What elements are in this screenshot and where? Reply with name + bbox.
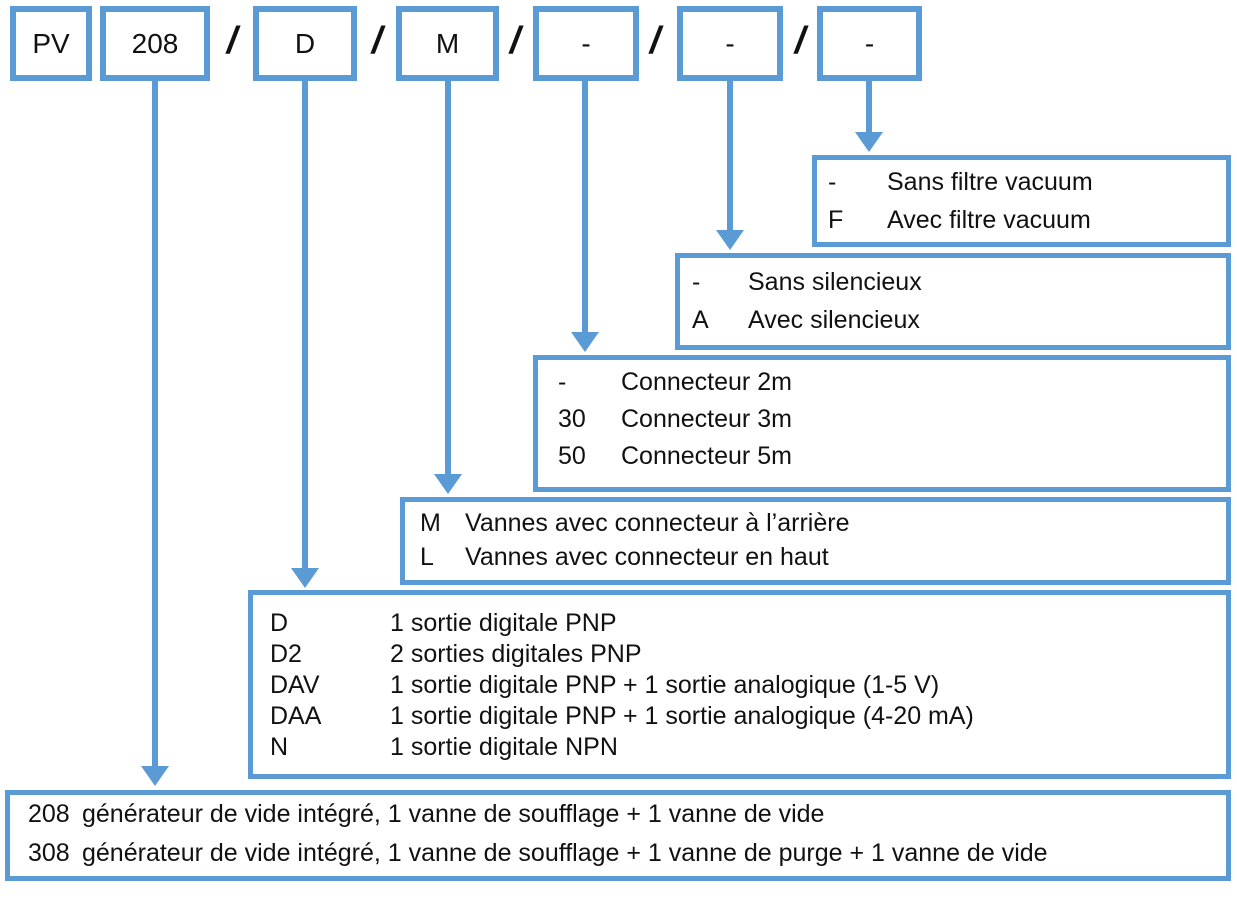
- legend-row: N 1 sortie digitale NPN: [253, 732, 1226, 763]
- option-label: Connecteur 2m: [621, 368, 792, 396]
- option-code: -: [558, 368, 567, 396]
- legend-box-connector-position: M Vannes avec connecteur à l’arrière L V…: [400, 497, 1231, 585]
- option-label: 1 sortie digitale PNP + 1 sortie analogi…: [390, 702, 974, 730]
- option-label: Connecteur 5m: [621, 442, 792, 470]
- option-label: générateur de vide intégré, 1 vanne de s…: [82, 800, 825, 828]
- option-code: N: [270, 733, 289, 761]
- separator-slash: /: [649, 20, 661, 62]
- option-code: 50: [558, 442, 586, 470]
- option-label: 1 sortie digitale PNP: [390, 609, 617, 637]
- option-label: Sans filtre vacuum: [887, 168, 1093, 196]
- legend-box-output-type: D 1 sortie digitale PNP D2 2 sorties dig…: [248, 590, 1231, 779]
- option-label: Avec filtre vacuum: [887, 206, 1091, 234]
- legend-row: M Vannes avec connecteur à l’arrière: [405, 506, 1226, 540]
- legend-box-cable-length: - Connecteur 2m 30 Connecteur 3m 50 Conn…: [533, 355, 1231, 492]
- code-box-vacuum-filter: -: [817, 6, 922, 81]
- separator-slash: /: [509, 20, 521, 62]
- legend-row: - Connecteur 2m: [538, 364, 1226, 401]
- option-code: 208: [28, 800, 70, 828]
- option-code: M: [420, 509, 441, 537]
- option-code: D2: [270, 640, 302, 668]
- legend-box-model: 208 générateur de vide intégré, 1 vanne …: [5, 790, 1231, 881]
- option-code: 308: [28, 839, 70, 867]
- option-label: Vannes avec connecteur en haut: [465, 543, 829, 571]
- legend-row: DAA 1 sortie digitale PNP + 1 sortie ana…: [253, 701, 1226, 732]
- code-box-connector-position: M: [396, 6, 499, 81]
- arrow-down-silencer-icon: [727, 81, 733, 230]
- option-code: D: [270, 609, 289, 637]
- legend-row: 308 générateur de vide intégré, 1 vanne …: [10, 834, 1226, 873]
- arrow-down-vacuum-filter-icon: [866, 81, 872, 132]
- option-label: Sans silencieux: [748, 268, 922, 296]
- option-code: -: [692, 268, 701, 296]
- option-code: 30: [558, 405, 586, 433]
- separator-slash: /: [794, 20, 806, 62]
- option-code: A: [692, 306, 709, 334]
- legend-row: - Sans silencieux: [680, 263, 1226, 301]
- legend-box-silencer: - Sans silencieux A Avec silencieux: [675, 253, 1231, 350]
- option-label: Avec silencieux: [748, 306, 920, 334]
- option-code: DAV: [270, 671, 320, 699]
- legend-row: D 1 sortie digitale PNP: [253, 608, 1226, 639]
- legend-row: 50 Connecteur 5m: [538, 438, 1226, 475]
- option-label: 1 sortie digitale NPN: [390, 733, 618, 761]
- separator-slash: /: [226, 20, 238, 62]
- option-code: DAA: [270, 702, 322, 730]
- legend-row: L Vannes avec connecteur en haut: [405, 540, 1226, 574]
- option-label: Connecteur 3m: [621, 405, 792, 433]
- arrow-down-output-type-icon: [302, 81, 308, 568]
- option-label: Vannes avec connecteur à l’arrière: [465, 509, 850, 537]
- legend-row: F Avec filtre vacuum: [817, 201, 1226, 239]
- legend-row: 208 générateur de vide intégré, 1 vanne …: [10, 795, 1226, 834]
- code-box-silencer: -: [677, 6, 783, 81]
- arrow-down-connector-position-icon: [445, 81, 451, 474]
- option-code: L: [420, 543, 434, 571]
- legend-row: 30 Connecteur 3m: [538, 401, 1226, 438]
- option-label: 2 sorties digitales PNP: [390, 640, 642, 668]
- arrow-down-cable-length-icon: [582, 81, 588, 332]
- option-label: générateur de vide intégré, 1 vanne de s…: [82, 839, 1048, 867]
- legend-row: D2 2 sorties digitales PNP: [253, 639, 1226, 670]
- legend-box-vacuum-filter: - Sans filtre vacuum F Avec filtre vacuu…: [812, 155, 1231, 247]
- option-label: 1 sortie digitale PNP + 1 sortie analogi…: [390, 671, 940, 699]
- arrow-down-model-icon: [152, 81, 158, 766]
- legend-row: - Sans filtre vacuum: [817, 163, 1226, 201]
- option-code: -: [828, 168, 837, 196]
- legend-row: DAV 1 sortie digitale PNP + 1 sortie ana…: [253, 670, 1226, 701]
- option-code: F: [828, 206, 844, 234]
- separator-slash: /: [371, 20, 383, 62]
- legend-row: A Avec silencieux: [680, 301, 1226, 339]
- code-box-series-prefix: PV: [10, 6, 92, 81]
- code-box-output-type: D: [253, 6, 357, 81]
- code-box-cable-length: -: [533, 6, 639, 81]
- code-box-model: 208: [100, 6, 210, 81]
